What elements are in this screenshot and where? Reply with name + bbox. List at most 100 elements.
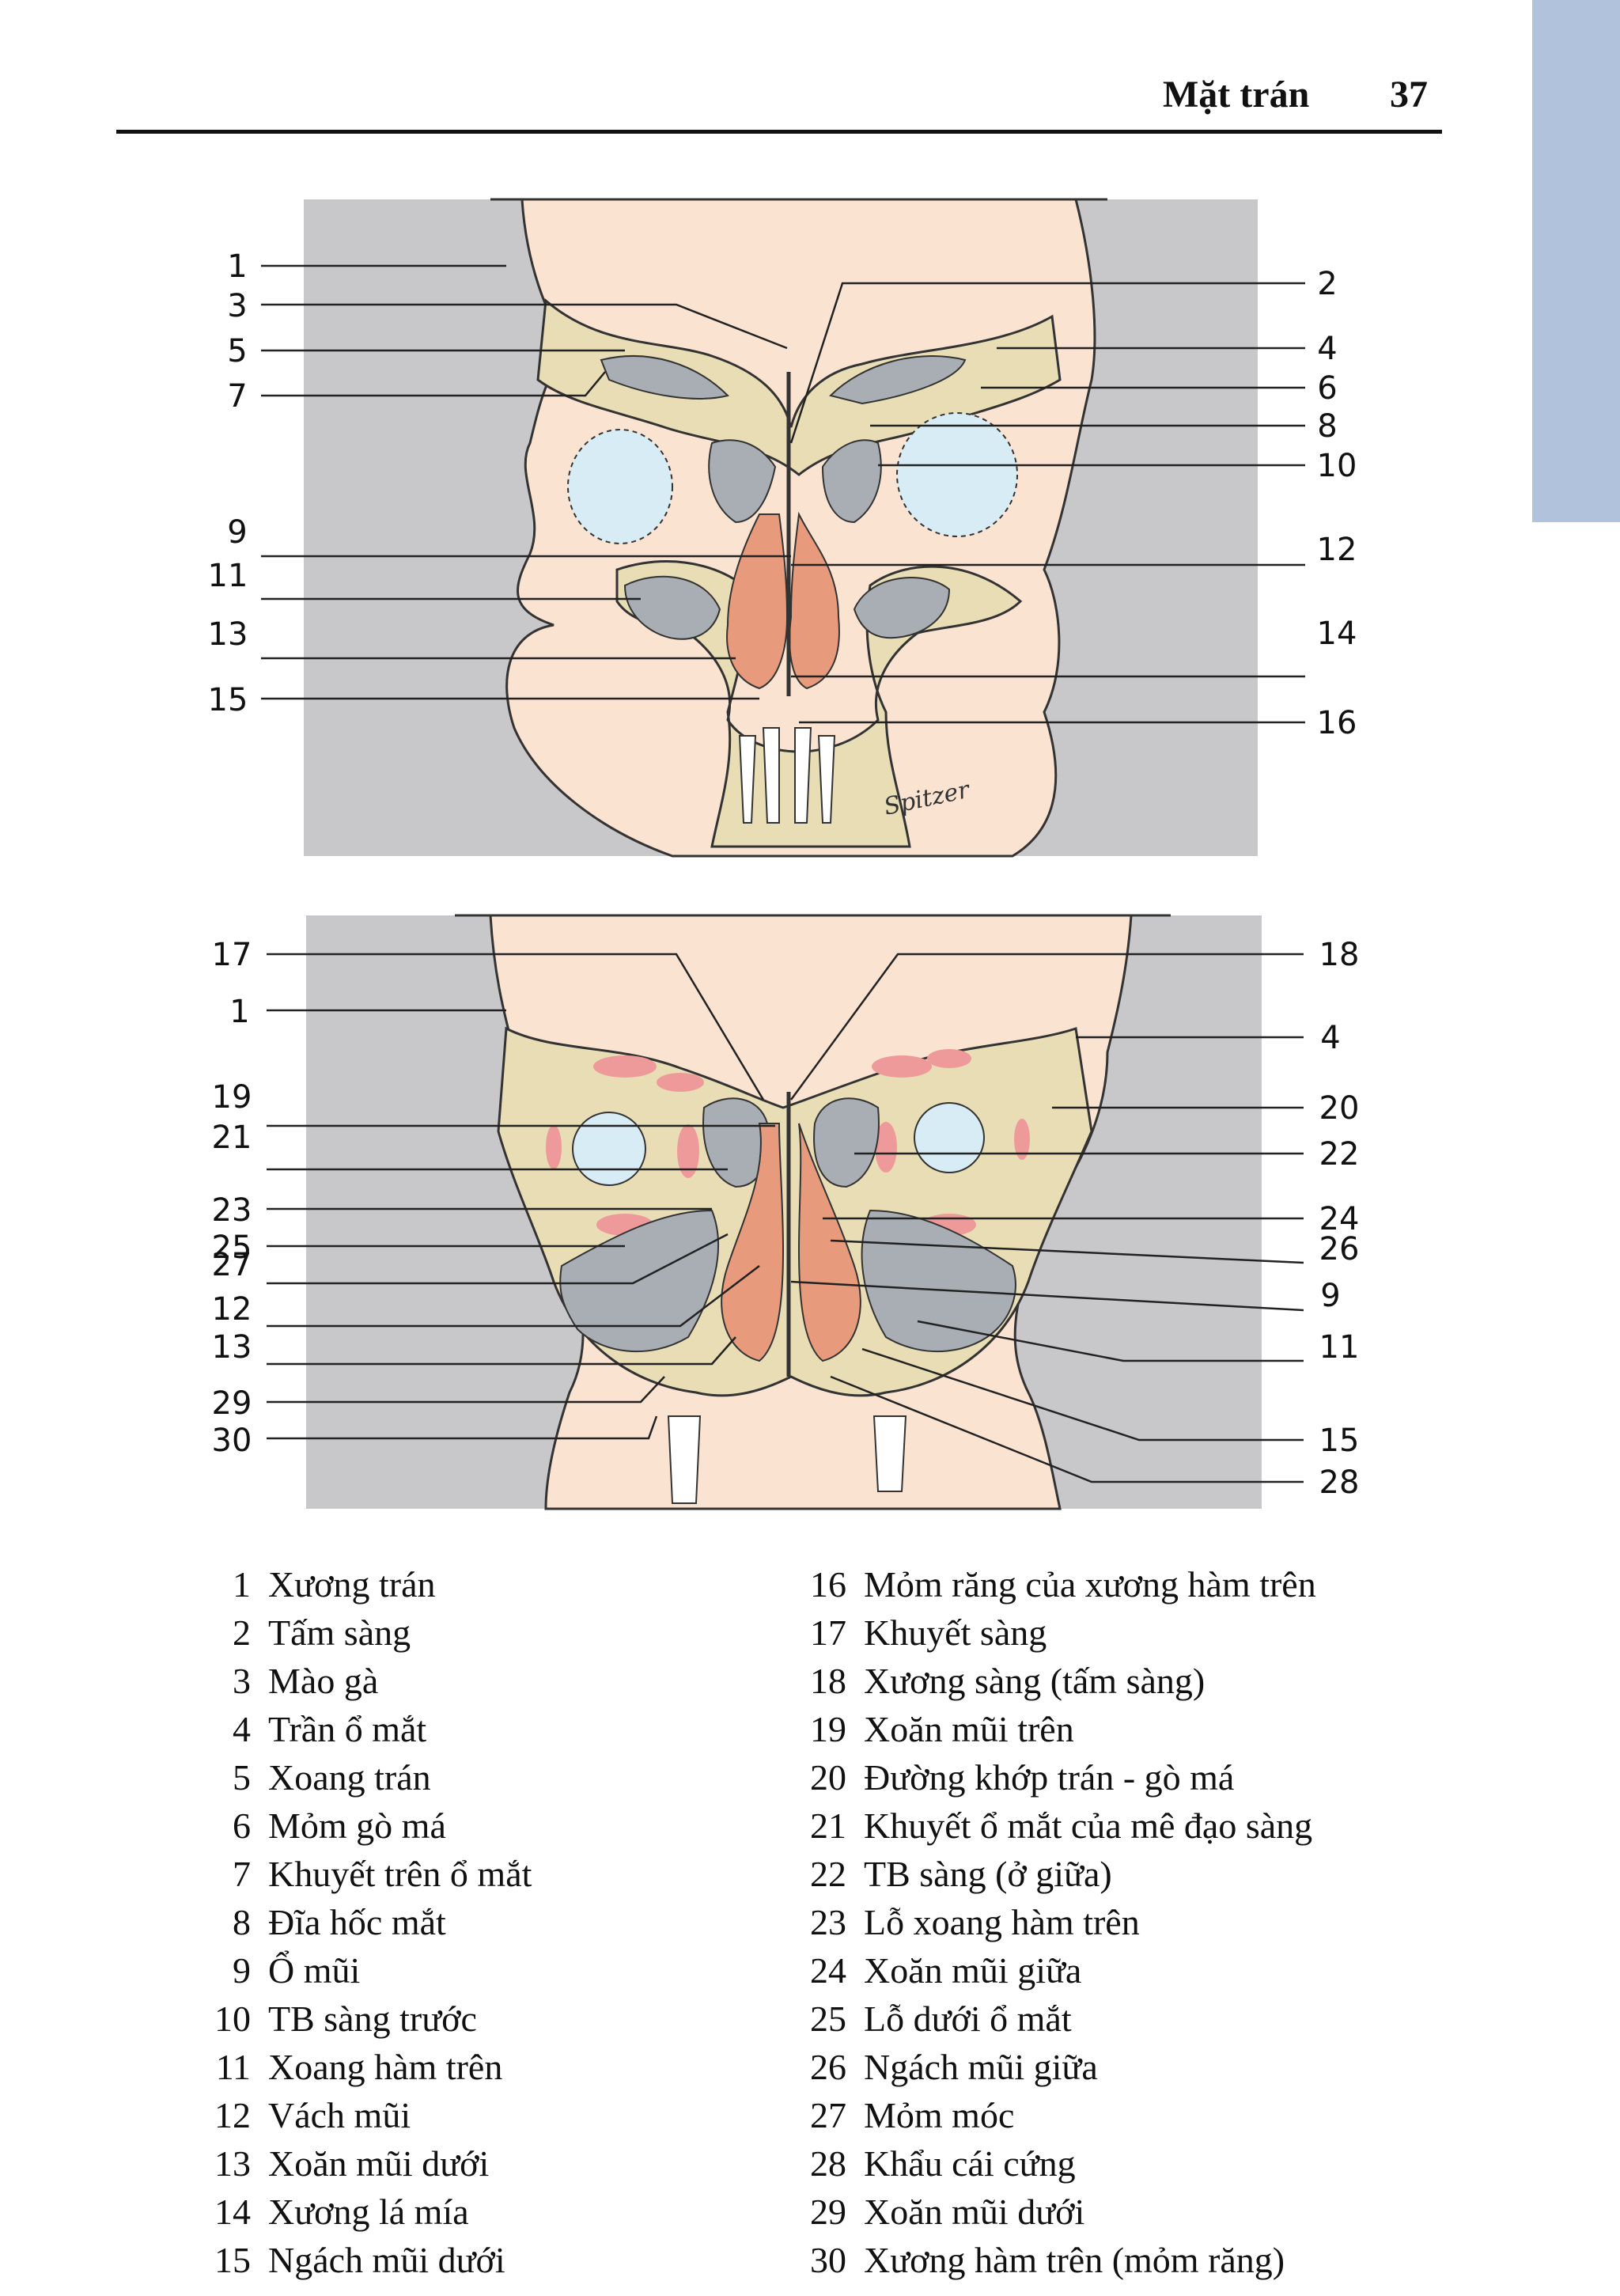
figure-top-callouts (261, 264, 1305, 724)
figure-bottom-nasal-mucosa-right (797, 1123, 861, 1362)
figure-top-teeth (738, 727, 836, 824)
figure-bottom-orbit-left (572, 1112, 646, 1186)
callout-bottom-left-17: 17 (212, 937, 252, 973)
legend-number: 29 (810, 2192, 846, 2232)
figure-bottom-eye-muscles (546, 1049, 1030, 1236)
figure-bottom-callouts (267, 953, 1304, 1483)
legend-number: 14 (214, 2192, 251, 2232)
legend-text: Xương trán (268, 1564, 436, 1605)
figure-top-maxillary-sinus-right (853, 577, 951, 639)
callout-bottom-left-13: 13 (212, 1329, 252, 1366)
callout-top-left-7: 7 (227, 378, 247, 415)
legend-text: Đĩa hốc mắt (268, 1902, 446, 1942)
page-number: 37 (1390, 74, 1428, 116)
legend-number: 23 (810, 1902, 846, 1942)
legend-number: 11 (215, 2047, 251, 2087)
legend-number: 26 (810, 2047, 846, 2087)
legend-text: Xoăn mũi trên (864, 1709, 1074, 1749)
callout-top-right-4: 4 (1317, 331, 1337, 367)
legend-text: Xương hàm trên (mỏm răng) (864, 2240, 1285, 2280)
legend-text: Xoăn mũi dưới (268, 2143, 490, 2184)
figure-top-ethmoid-right (821, 439, 882, 524)
legend-number: 17 (810, 1612, 846, 1653)
callout-bottom-right-11: 11 (1319, 1329, 1360, 1366)
legend-text: Khẩu cái cứng (864, 2143, 1076, 2184)
legend-number: 3 (233, 1661, 251, 1701)
callout-bottom-right-26: 26 (1319, 1231, 1360, 1267)
legend-item: 23 Lỗ xoang hàm trên (797, 1898, 1316, 1946)
legend-number: 21 (810, 1805, 846, 1846)
legend-text: Xoăn mũi giữa (864, 1950, 1082, 1991)
legend-number: 25 (810, 1999, 846, 2039)
legend-number: 24 (810, 1950, 846, 1991)
legend-item: 24 Xoăn mũi giữa (797, 1946, 1316, 1995)
figure-top-orbit-left (567, 429, 673, 544)
legend-number: 19 (810, 1709, 846, 1749)
callout-bottom-left-29: 29 (212, 1385, 252, 1422)
legend-number: 12 (214, 2095, 251, 2135)
callout-bottom-left-25: 25 (212, 1229, 252, 1266)
legend-item: 27 Mỏm móc (797, 2091, 1316, 2139)
legend-item: 13 Xoăn mũi dưới (202, 2139, 532, 2188)
legend-text: Khuyết sàng (864, 1612, 1047, 1653)
figure-bottom-labels: 17 1 19 21 23 25 27 12 13 29 30 18 4 20 … (212, 937, 1360, 1501)
callout-bottom-right-20: 20 (1319, 1090, 1360, 1127)
legend-text: Đường khớp trán - gò má (864, 1757, 1235, 1798)
legend-text: Khuyết trên ổ mắt (268, 1854, 532, 1894)
callout-bottom-right-4: 4 (1320, 1020, 1340, 1056)
legend-item: 1 Xương trán (202, 1560, 532, 1608)
figure-bottom-illustration (306, 914, 1262, 1510)
callout-top-left-15: 15 (208, 682, 248, 718)
legend-number: 20 (810, 1757, 846, 1798)
legend-number: 13 (214, 2143, 251, 2184)
legend-number: 6 (233, 1805, 251, 1846)
callout-top-left-9: 9 (227, 514, 247, 551)
legend-number: 27 (810, 2095, 846, 2135)
callout-bottom-right-22: 22 (1319, 1136, 1360, 1173)
legend-text: Vách mũi (268, 2095, 411, 2135)
figure-top-illustration: Spitzer (304, 198, 1258, 858)
legend-number: 28 (810, 2143, 846, 2184)
legend-text: Xương lá mía (268, 2192, 469, 2232)
legend-item: 17 Khuyết sàng (797, 1608, 1316, 1657)
figure-top-ethmoid-left (708, 439, 777, 524)
figure-bottom-nasal-mucosa-left (721, 1123, 785, 1362)
legend-item: 11 Xoang hàm trên (202, 2043, 532, 2091)
callout-top-left-1: 1 (227, 248, 247, 285)
legend-item: 20 Đường khớp trán - gò má (797, 1753, 1316, 1802)
callout-bottom-right-9: 9 (1320, 1278, 1340, 1314)
legend-text: Mỏm gò má (268, 1805, 446, 1846)
figure-bottom-maxillary-sinus-right (861, 1209, 1016, 1353)
legend-number: 22 (810, 1854, 846, 1894)
legend-number: 1 (233, 1564, 251, 1605)
legend-text: TB sàng (ở giữa) (864, 1854, 1112, 1894)
figure-top-maxilla (615, 560, 1023, 848)
callout-bottom-left-23: 23 (212, 1192, 252, 1229)
callout-top-right-6: 6 (1317, 370, 1337, 407)
legend-item: 12 Vách mũi (202, 2091, 532, 2139)
legend-text: Lỗ xoang hàm trên (864, 1902, 1140, 1942)
callout-bottom-right-15: 15 (1319, 1423, 1360, 1459)
figure-bottom-ethmoid-right (813, 1097, 880, 1188)
legend-text: Xoang hàm trên (268, 2047, 503, 2087)
legend-text: TB sàng trước (268, 1999, 477, 2039)
legend-number: 9 (233, 1950, 251, 1991)
figure-bottom-orbit-right (914, 1102, 985, 1173)
legend-item: 14 Xương lá mía (202, 2188, 532, 2236)
legend-text: Mỏm móc (864, 2095, 1015, 2135)
legend-number: 30 (810, 2240, 846, 2280)
callout-top-right-14: 14 (1317, 616, 1357, 652)
chapter-side-tab (1532, 0, 1620, 522)
callout-top-right-8: 8 (1317, 408, 1337, 445)
figure-top-frontal-sinus-left (600, 355, 729, 400)
figure-top-maxillary-sinus-left (623, 575, 721, 640)
legend-number: 2 (233, 1612, 251, 1653)
legend-item: 19 Xoăn mũi trên (797, 1705, 1316, 1753)
